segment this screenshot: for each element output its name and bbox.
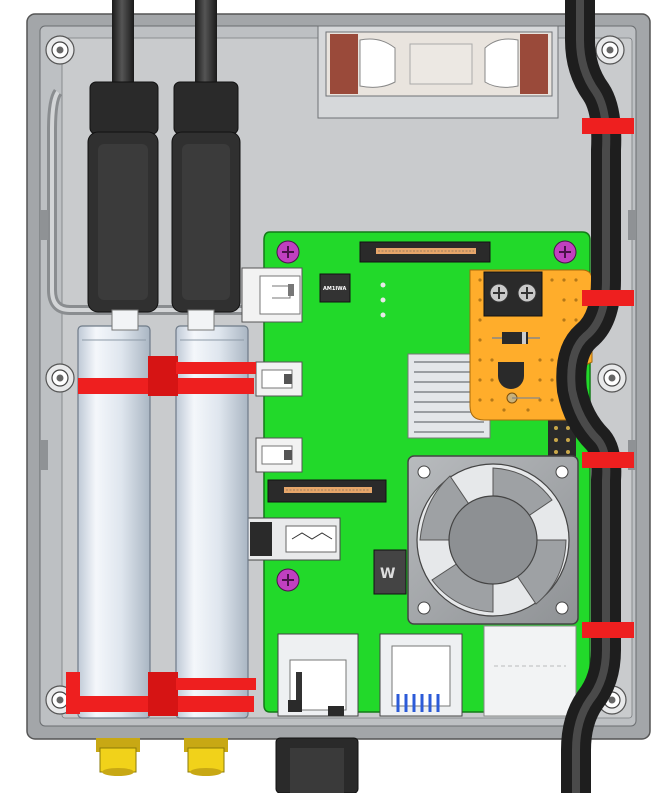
ffc-connector-top <box>359 241 491 263</box>
ic-chip-marking: AM1IWA <box>323 286 346 292</box>
enclosure-notch <box>628 210 636 240</box>
diode <box>492 332 540 344</box>
cable-clip <box>582 118 634 134</box>
cable-clip <box>582 622 634 638</box>
left-cables <box>87 0 241 313</box>
ic-chip: AM1IWA <box>319 273 351 303</box>
pcb-mount-screw-icon <box>276 568 300 592</box>
ffc-connector-display <box>267 479 387 503</box>
cable-gland <box>275 737 359 793</box>
power-connector <box>241 267 303 323</box>
strap-tail <box>176 362 256 374</box>
rf-connector <box>96 738 140 776</box>
audio-jack <box>247 517 341 561</box>
screw-icon <box>45 363 75 393</box>
top-fan-module <box>317 25 559 119</box>
rf-connector <box>184 738 228 776</box>
strap-head <box>148 356 178 396</box>
pcb-mount-screw-icon <box>276 240 300 264</box>
enclosure-groove-highlight <box>50 90 250 312</box>
enclosure-notch <box>40 210 48 240</box>
screw-terminal <box>483 271 543 317</box>
cable-clip <box>582 452 634 468</box>
screw-icon <box>597 363 627 393</box>
screw-icon <box>45 35 75 65</box>
ferrite-block <box>89 81 159 135</box>
right-cable <box>556 0 634 793</box>
battery-pack <box>77 309 249 719</box>
resistor <box>506 392 540 404</box>
screw-icon <box>595 35 625 65</box>
corner-screws <box>45 35 627 715</box>
pcb-mount-screw-icon <box>553 240 577 264</box>
usb-ethernet-ports <box>277 625 577 717</box>
pcb-board: AM1IWA <box>241 231 593 717</box>
transistor <box>498 362 524 389</box>
pcb-fan <box>407 455 579 625</box>
side-port <box>255 361 303 397</box>
wifi-chip: W <box>373 549 407 595</box>
wifi-chip-logo: W <box>380 566 395 582</box>
strap-head <box>148 672 178 716</box>
bottom-connectors <box>96 737 359 793</box>
strap <box>66 672 80 714</box>
cable-clip <box>582 290 634 306</box>
ferrite-block <box>173 81 239 135</box>
enclosure-notch <box>40 440 48 470</box>
strap-tail <box>176 678 256 690</box>
usb2-port <box>483 625 577 717</box>
side-port <box>255 437 303 473</box>
cable-straps <box>66 356 256 716</box>
